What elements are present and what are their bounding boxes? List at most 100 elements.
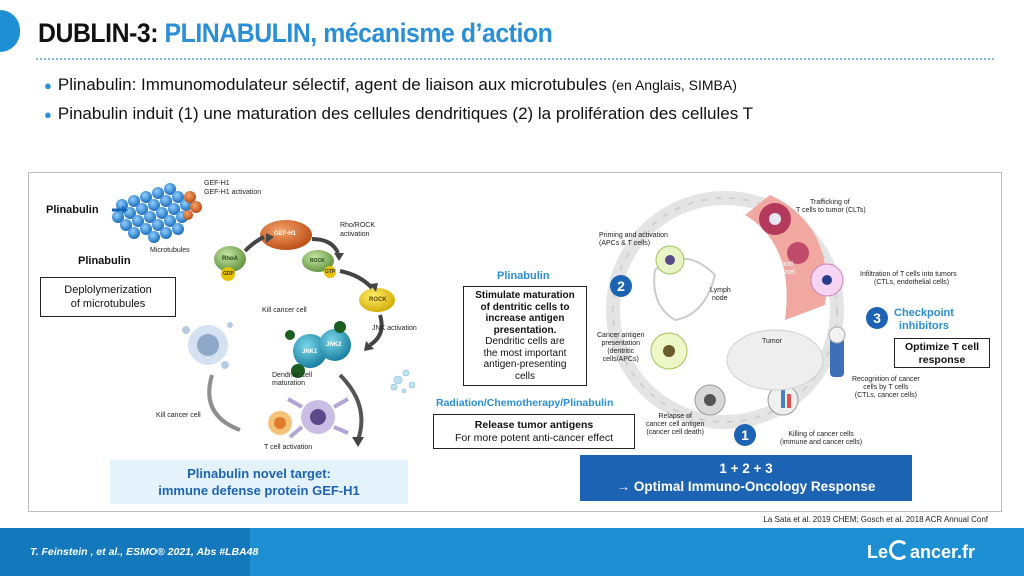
rock-yellow-label: ROCK [369,297,387,303]
bullet-1: ● Plinabulin: Immunomodulateur sélectif, … [44,75,737,95]
logo-rest: ancer.fr [910,542,976,562]
bullet-dot-icon: ● [44,78,52,93]
stim-bold-1: Stimulate maturation [475,290,575,301]
title-main: PLINABULIN, mécanisme d’action [164,18,553,48]
plinabulin-heading: Plinabulin [78,255,131,267]
optimal-response-line: → Optimal Immuno-Oncology Response [616,479,876,494]
trafficking-label-2: T cells to tumor (CLTs) [796,207,866,214]
logo-c-icon [889,540,910,560]
checkpoint-inhibitors-label: Checkpoint inhibitors [894,307,954,333]
rock-yellow-node [359,288,395,312]
recognition-label: Recognition of cancer cells by T cells (… [852,376,920,400]
left-diagram-graphics [112,183,416,447]
bullet-1-text: Plinabulin: Immunomodulateur sélectif, a… [57,75,612,94]
antigen-label-3: (dentritic [607,348,635,355]
gtp-label: GTP [325,269,336,275]
cycle-arrows [207,235,384,441]
dc-maturation-label-2: maturation [272,380,306,387]
release-antigens-box: Release tumor antigens For more potent a… [433,414,635,449]
optimize-t-cell-box: Optimize T cell response [894,338,990,368]
gef-h1-node-label: GEF-H1 [274,231,297,237]
jnk-activation-label: JNK activation [372,325,417,332]
depolymerization-line-2: of microtubules [70,298,146,310]
blood-label-2: vessel [775,269,795,276]
recognition-label-2: cells by T cells [863,384,909,391]
recognition-label-1: Recognition of cancer [852,376,920,383]
killing-label-2: (immune and cancer cells) [780,439,863,446]
stimulate-maturation-box: Stimulate maturation of dentritic cells … [463,286,587,386]
title-prefix: DUBLIN-3: [38,18,165,48]
title-divider [36,58,994,60]
gef-h1-label: GEF-H1 [204,180,230,187]
t-cell-activation-label: T cell activation [264,444,313,451]
jnk1-label: JNK1 [302,349,318,355]
rock-node [302,250,334,272]
checkpoint-line-2: inhibitors [898,320,949,332]
relapse-label-2: cancer cell antigen [646,421,705,428]
relapse-label: Relapse of cancer cell antigen (cancer c… [646,413,704,437]
novel-target-line-2: immune defense protein GEF-H1 [158,483,360,498]
infiltration-label-2: (CTLs, endothelial cells) [874,279,950,286]
bullet-1-note: (en Anglais, SIMBA) [611,77,737,93]
page-title: DUBLIN-3: PLINABULIN, mécanisme d’action [38,18,553,49]
arrow-heads [266,233,378,447]
jnk2-label: JNK2 [326,342,342,348]
depolymerization-box: Deplolymerization of microtubules [40,277,176,317]
optimize-line-2: response [918,353,966,366]
gdp-label: GDP [223,271,234,277]
step-3-badge: 3 [866,307,888,329]
arrow-right-icon [112,206,128,214]
rock-label: ROCK [310,258,325,264]
step-1-badge: 1 [734,424,756,446]
relapse-label-3: (cancer cell death) [646,429,704,436]
radiation-chemo-label: Radiation/Chemotherapy/Plinabulin [436,397,614,409]
bullet-dot-icon: ● [44,107,52,122]
antigen-label-2: presentation [601,340,640,347]
optimize-line-1: Optimize T cell [904,341,980,353]
priming-label-2: (APCs & T cells) [599,240,651,247]
antigen-label-4: cells/APCs) [602,356,639,363]
gef-h1-node [260,220,312,250]
t-cell-icon [268,411,292,435]
stim-normal-4: cells [514,370,535,382]
rho-rock-label: Rho/ROCK [340,222,376,229]
blood-label-1: Blood [775,261,793,268]
killing-label: Killing of cancer cells (immune and canc… [780,431,862,447]
priming-label-1: Priming and activation [599,232,668,239]
killing-label-1: Killing of cancer cells [788,431,854,438]
stim-bold-2: of dentritic cells to [480,301,570,313]
depolymerization-line-1: Deplolymerization [64,284,152,296]
footer-authors: T. Feinstein , et al., ESMO® 2021, Abs #… [30,546,259,558]
antigen-label-1: Cancer antigen [597,332,645,339]
novel-target-line-1: Plinabulin novel target: [187,466,331,481]
bullet-2: ●Pinabulin induit (1) une maturation des… [44,104,753,124]
checkpoint-line-1: Checkpoint [894,307,954,319]
lymph-label-2: node [712,295,728,302]
optimal-response-box: 1 + 2 + 3 → Optimal Immuno-Oncology Resp… [580,455,912,501]
logo-le: Le [867,542,889,562]
cell-icons [650,245,846,416]
release-bold: Release tumor antigens [474,419,594,431]
fragments-icon [390,369,416,394]
tumor-label: Tumor [762,338,782,345]
trafficking-label-1: Trafficking of [810,199,850,206]
kill-cancer-cell-label-left: Kill cancer cell [156,412,201,419]
corner-accent [0,10,20,52]
stim-bold-4: presentation. [493,324,557,336]
stim-normal-3: antigen-presenting [483,359,567,370]
plinabulin-step2-label: Plinabulin [497,270,550,282]
cancer-cell-icon [182,322,233,369]
stim-normal-2: the most important [483,347,567,359]
dc-maturation-label-1: Dendritic cell [272,372,313,379]
gtp-node [324,266,336,278]
microtubules-icon [112,183,202,243]
tumor-mass-icon [726,329,824,391]
cancer-immunity-cycle-graphics [606,191,846,429]
plinabulin-drug-label: Plinabulin [46,204,99,216]
citation: La Sata et al. 2019 CHEM; Gosch et al. 2… [763,515,988,524]
gdp-node [221,267,235,281]
step-2-badge: 2 [610,275,632,297]
sum-line: 1 + 2 + 3 [719,461,773,476]
rhoa-node [214,246,246,272]
lecancer-logo: Le ancer.fr [867,540,975,563]
